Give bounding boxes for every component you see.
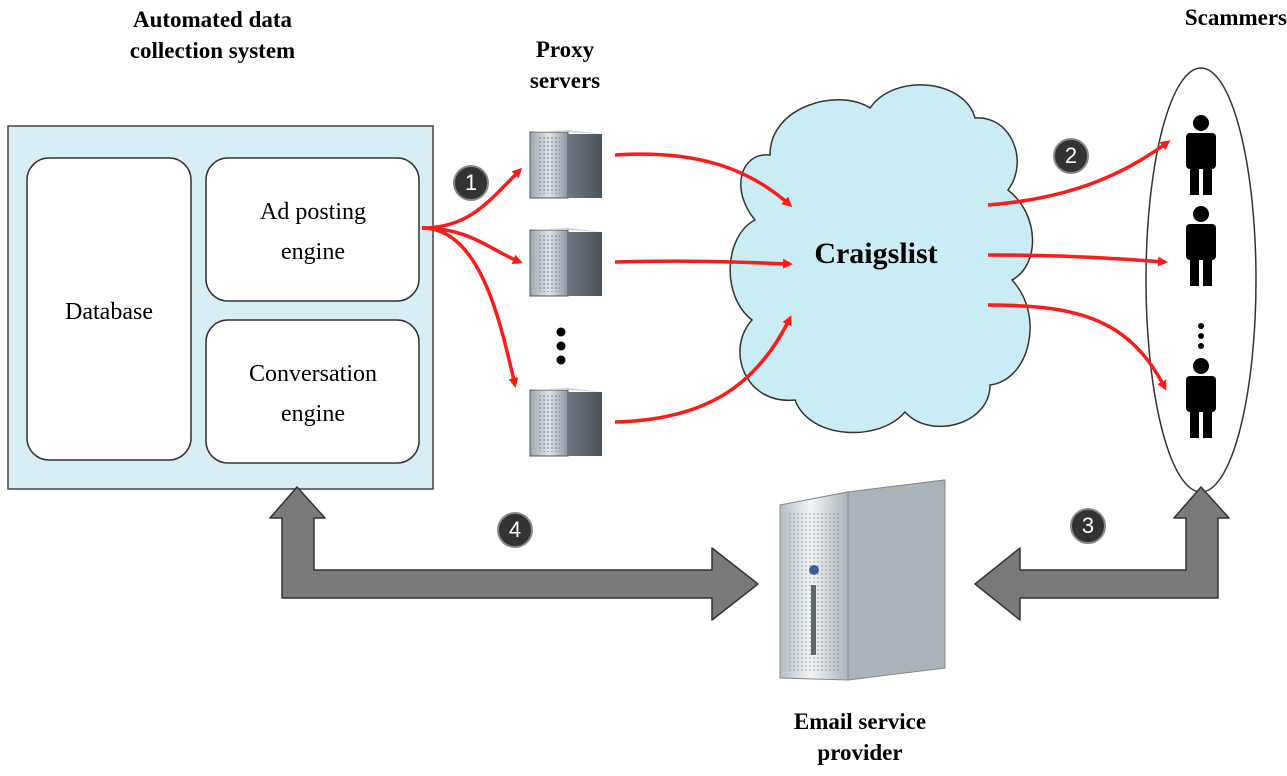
scammer-person-icon (1186, 206, 1216, 286)
proxy-server-icon (529, 130, 602, 199)
craigslist-to-scammers-arrows (987, 140, 1171, 391)
email-provider-label: Email service provider (793, 709, 927, 765)
craigslist-label: Craigslist (814, 237, 938, 270)
step-4-marker: 4 (497, 512, 533, 548)
scammers-title: Scammers (1184, 5, 1287, 30)
proxy-server-icon (529, 228, 602, 297)
proxy-server-icon (529, 388, 602, 457)
scammer-person-icon (1186, 358, 1216, 438)
scammers-group-ellipse (1145, 67, 1257, 493)
proxy-servers-title: Proxy servers (529, 37, 601, 93)
proxy-ellipsis-dots (556, 327, 566, 365)
step-3-marker: 3 (1070, 508, 1106, 544)
step-2-marker: 2 (1053, 138, 1089, 174)
ad-posting-engine-box (205, 157, 420, 302)
system-title: Automated data collection system (129, 7, 296, 63)
scammers-ellipsis-dots (1198, 323, 1204, 349)
system-email-exchange-arrow (269, 486, 759, 621)
email-server-icon (779, 479, 946, 681)
scammer-person-icon (1186, 115, 1216, 195)
proxy-to-craigslist-arrows (614, 152, 793, 424)
conversation-engine-label: Conversation engine (249, 361, 377, 427)
post-ads-arrows (421, 167, 523, 388)
email-scammers-exchange-arrow (974, 486, 1230, 621)
conversation-engine-box (205, 319, 420, 464)
craigslist-cloud (729, 84, 1034, 434)
database-box (26, 157, 192, 461)
step-1-marker: 1 (453, 165, 489, 201)
ad-posting-engine-label: Ad posting engine (259, 199, 366, 265)
database-label: Database (65, 299, 153, 325)
